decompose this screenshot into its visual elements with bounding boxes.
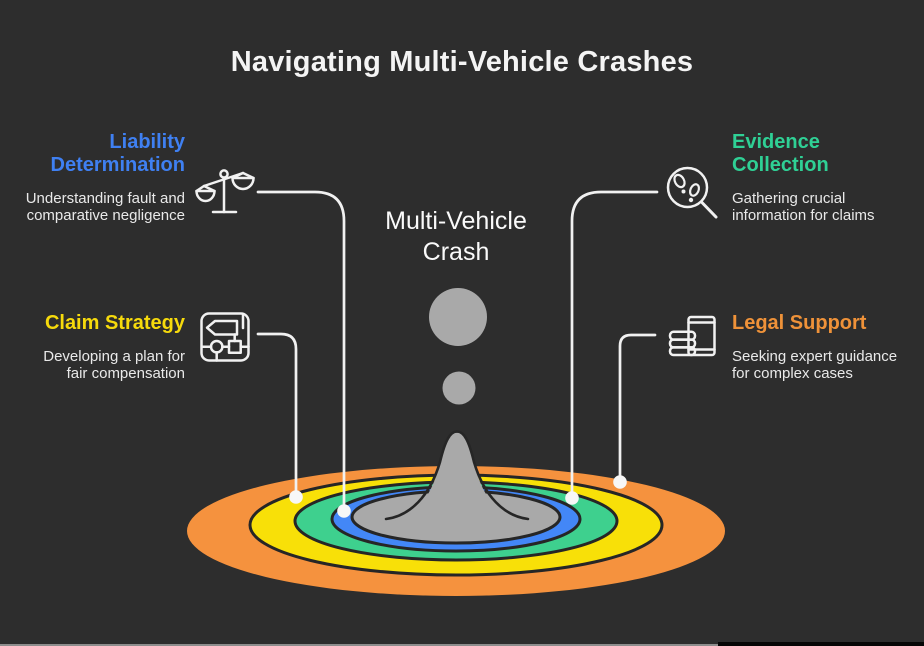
claim-description: Developing a plan for fair compensation bbox=[43, 348, 185, 382]
bottom-edge-light-line bbox=[0, 644, 718, 646]
connector-dot-legal bbox=[613, 475, 627, 489]
droplet-circle-small bbox=[442, 371, 476, 405]
strategy-map-icon bbox=[200, 312, 250, 362]
connector-dot-liability bbox=[337, 504, 351, 518]
law-books-icon bbox=[668, 315, 716, 357]
connector-dot-evidence bbox=[565, 491, 579, 505]
liability-heading: Liability Determination bbox=[50, 131, 185, 176]
section-legal-support: Legal Support Seeking expert guidance fo… bbox=[732, 312, 924, 382]
section-liability-determination: Liability Determination Understanding fa… bbox=[0, 131, 185, 224]
droplet-column-right-edge bbox=[455, 430, 530, 521]
page-title: Navigating Multi-Vehicle Crashes bbox=[230, 46, 694, 78]
legal-description: Seeking expert guidance for complex case… bbox=[732, 348, 898, 382]
section-claim-strategy: Claim Strategy Developing a plan for fai… bbox=[0, 312, 185, 382]
connector-dot-claim bbox=[289, 490, 303, 504]
liability-description: Understanding fault and comparative negl… bbox=[25, 190, 185, 224]
connector-liability bbox=[256, 190, 346, 513]
section-evidence-collection: Evidence Collection Gathering crucial in… bbox=[732, 131, 924, 224]
center-label: Multi-Vehicle Crash bbox=[385, 207, 527, 266]
evidence-description: Gathering crucial information for claims bbox=[732, 190, 875, 224]
connector-evidence bbox=[570, 190, 659, 500]
scales-of-justice-icon bbox=[195, 169, 255, 214]
bottom-edge-dark-line bbox=[718, 642, 924, 646]
droplet-circle-large bbox=[429, 288, 487, 346]
legal-heading: Legal Support bbox=[732, 312, 867, 334]
droplet-column bbox=[394, 431, 520, 526]
evidence-magnifier-icon bbox=[666, 166, 718, 219]
connector-legal bbox=[618, 333, 657, 484]
connector-claim bbox=[256, 332, 298, 499]
evidence-heading: Evidence Collection bbox=[732, 131, 829, 176]
claim-heading: Claim Strategy bbox=[44, 312, 185, 334]
droplet-column-left-edge bbox=[384, 430, 459, 521]
